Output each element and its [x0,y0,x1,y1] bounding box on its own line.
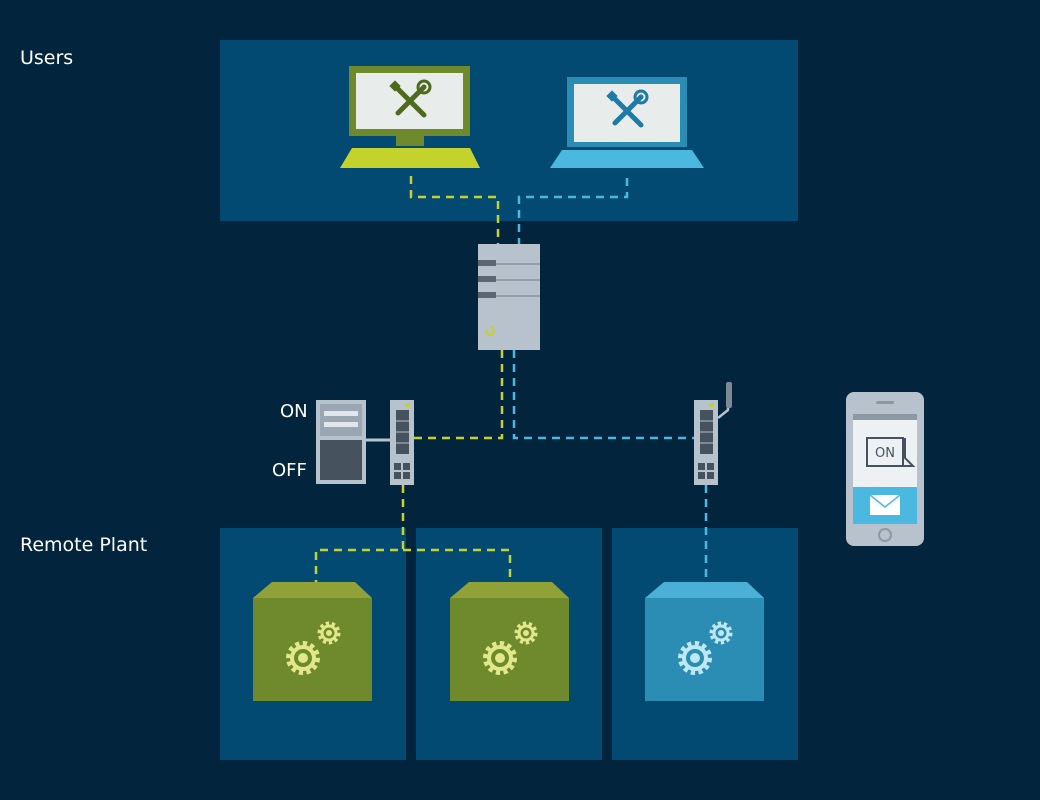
switch-lever [320,440,362,480]
users-panel [220,40,798,221]
power-indicator-icon [485,326,495,336]
laptop-link [517,178,629,244]
workstation[interactable] [340,66,480,168]
router-to-plant-1-link [314,485,405,582]
router-left[interactable] [390,400,414,485]
on-off-switch[interactable] [316,400,366,484]
server[interactable] [478,244,540,350]
plant-machine-3[interactable] [645,582,764,701]
plant-machine-2[interactable] [450,582,569,701]
router-to-plant-2-link [403,548,512,582]
switch-on-label: ON [280,401,308,422]
antenna-icon [726,382,732,408]
remote-plant-label: Remote Plant [20,534,148,556]
switch-off-label: OFF [272,460,307,481]
envelope-icon [869,494,901,515]
home-button[interactable] [878,528,892,542]
users-label: Users [20,47,74,69]
workstation-link [409,176,500,244]
server-to-router-blue-link [512,350,694,440]
phone-message-text: ON [875,446,895,461]
laptop-base [550,150,704,168]
connections [314,176,708,582]
plant-machine-1[interactable] [253,582,372,701]
laptop[interactable] [550,77,704,168]
speech-bubble-icon [866,437,916,467]
workstation-keyboard [340,148,480,168]
server-to-router-green-link [414,350,504,440]
smartphone[interactable]: ON [846,392,924,546]
router-right[interactable] [694,382,732,485]
